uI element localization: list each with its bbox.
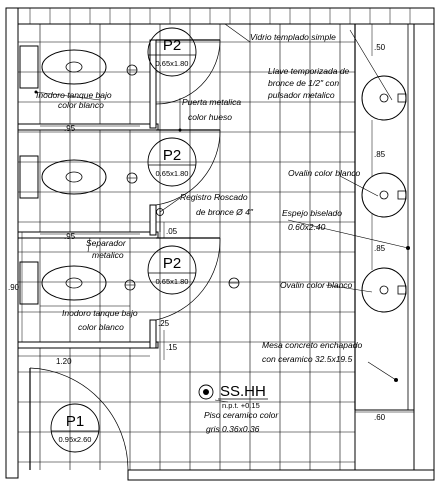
tag-p1-code: P1 [66,413,84,430]
floor-drains [124,64,240,291]
label-floor: Piso ceramico color gris 0.36x0.36 [204,410,281,434]
toilet-1 [19,45,107,89]
label-register: Registro Roscado de bronce Ø 4" [180,192,254,217]
annotations: Vidrio templado simple Llave temporizada… [36,32,365,434]
label-mirror: Espejo biselado 0.60x2.40 [282,208,344,232]
room-name-tag: SS.HH n.p.t. +0.15 [198,383,268,410]
dim-050: .50 [374,43,386,52]
dim-025: .25 [158,319,170,328]
label-basin-1: Ovalin color blanco [288,168,361,178]
label-valve: Llave temporizada de bronce de 1/2" con … [267,66,352,100]
dimension-lines [18,24,414,413]
label-counter: Mesa concreto enchapado con ceramico 32.… [262,340,365,364]
stall-doors [29,39,221,471]
dim-095-b: .95 [64,232,76,241]
toilet-2 [19,155,107,199]
tag-p2-b-size: 0.65x1.80 [156,169,189,178]
tag-p2-b: P2 0.65x1.80 [147,137,197,187]
tag-p2-c-size: 0.65x1.80 [156,277,189,286]
walls [5,7,435,481]
label-basin-2: Ovalin color blanco [280,280,353,290]
markers [34,90,410,382]
room-name: SS.HH [220,383,266,400]
label-separator: Separador metalico [86,238,128,260]
label-glass: Vidrio templado simple [250,32,336,42]
tag-p2-a-size: 0.65x1.80 [156,59,189,68]
top-wall-hatch [29,8,411,24]
label-door: Puerta metalica color hueso [182,97,243,122]
label-toilet-top: Inodoro tanque bajo color blanco [36,90,114,110]
leader-lines [35,23,409,403]
dim-060: .60 [374,413,386,422]
dim-090: .90 [8,283,20,292]
label-toilet-bottom: Inodoro tanque bajo color blanco [62,308,140,332]
dim-095-a: .95 [64,124,76,133]
tag-p1: P1 0.95x2.60 [50,403,100,453]
tag-p2-c-code: P2 [163,255,181,272]
dim-085-a: .85 [374,150,386,159]
dim-085-b: .85 [374,244,386,253]
basin-3 [361,267,407,313]
stall-partitions [17,39,161,349]
tag-p2-a: P2 0.65x1.80 [147,27,197,77]
room-level: n.p.t. +0.15 [222,401,260,410]
tag-p1-size: 0.95x2.60 [59,435,92,444]
tag-p2-a-code: P2 [163,37,181,54]
dim-005: .05 [166,227,178,236]
dim-015: .15 [166,343,178,352]
basin-1 [361,75,407,121]
basin-2 [361,172,407,218]
tag-p2-b-code: P2 [163,147,181,164]
toilet-3 [19,261,107,305]
dimension-labels: .50 .85 .85 .95 .95 .90 .05 .25 .15 1.20… [8,43,386,422]
floor-tile-grid [18,24,355,470]
tag-p2-c: P2 0.65x1.80 [147,245,197,295]
vanity-counter [354,24,409,410]
dim-120: 1.20 [56,357,72,366]
